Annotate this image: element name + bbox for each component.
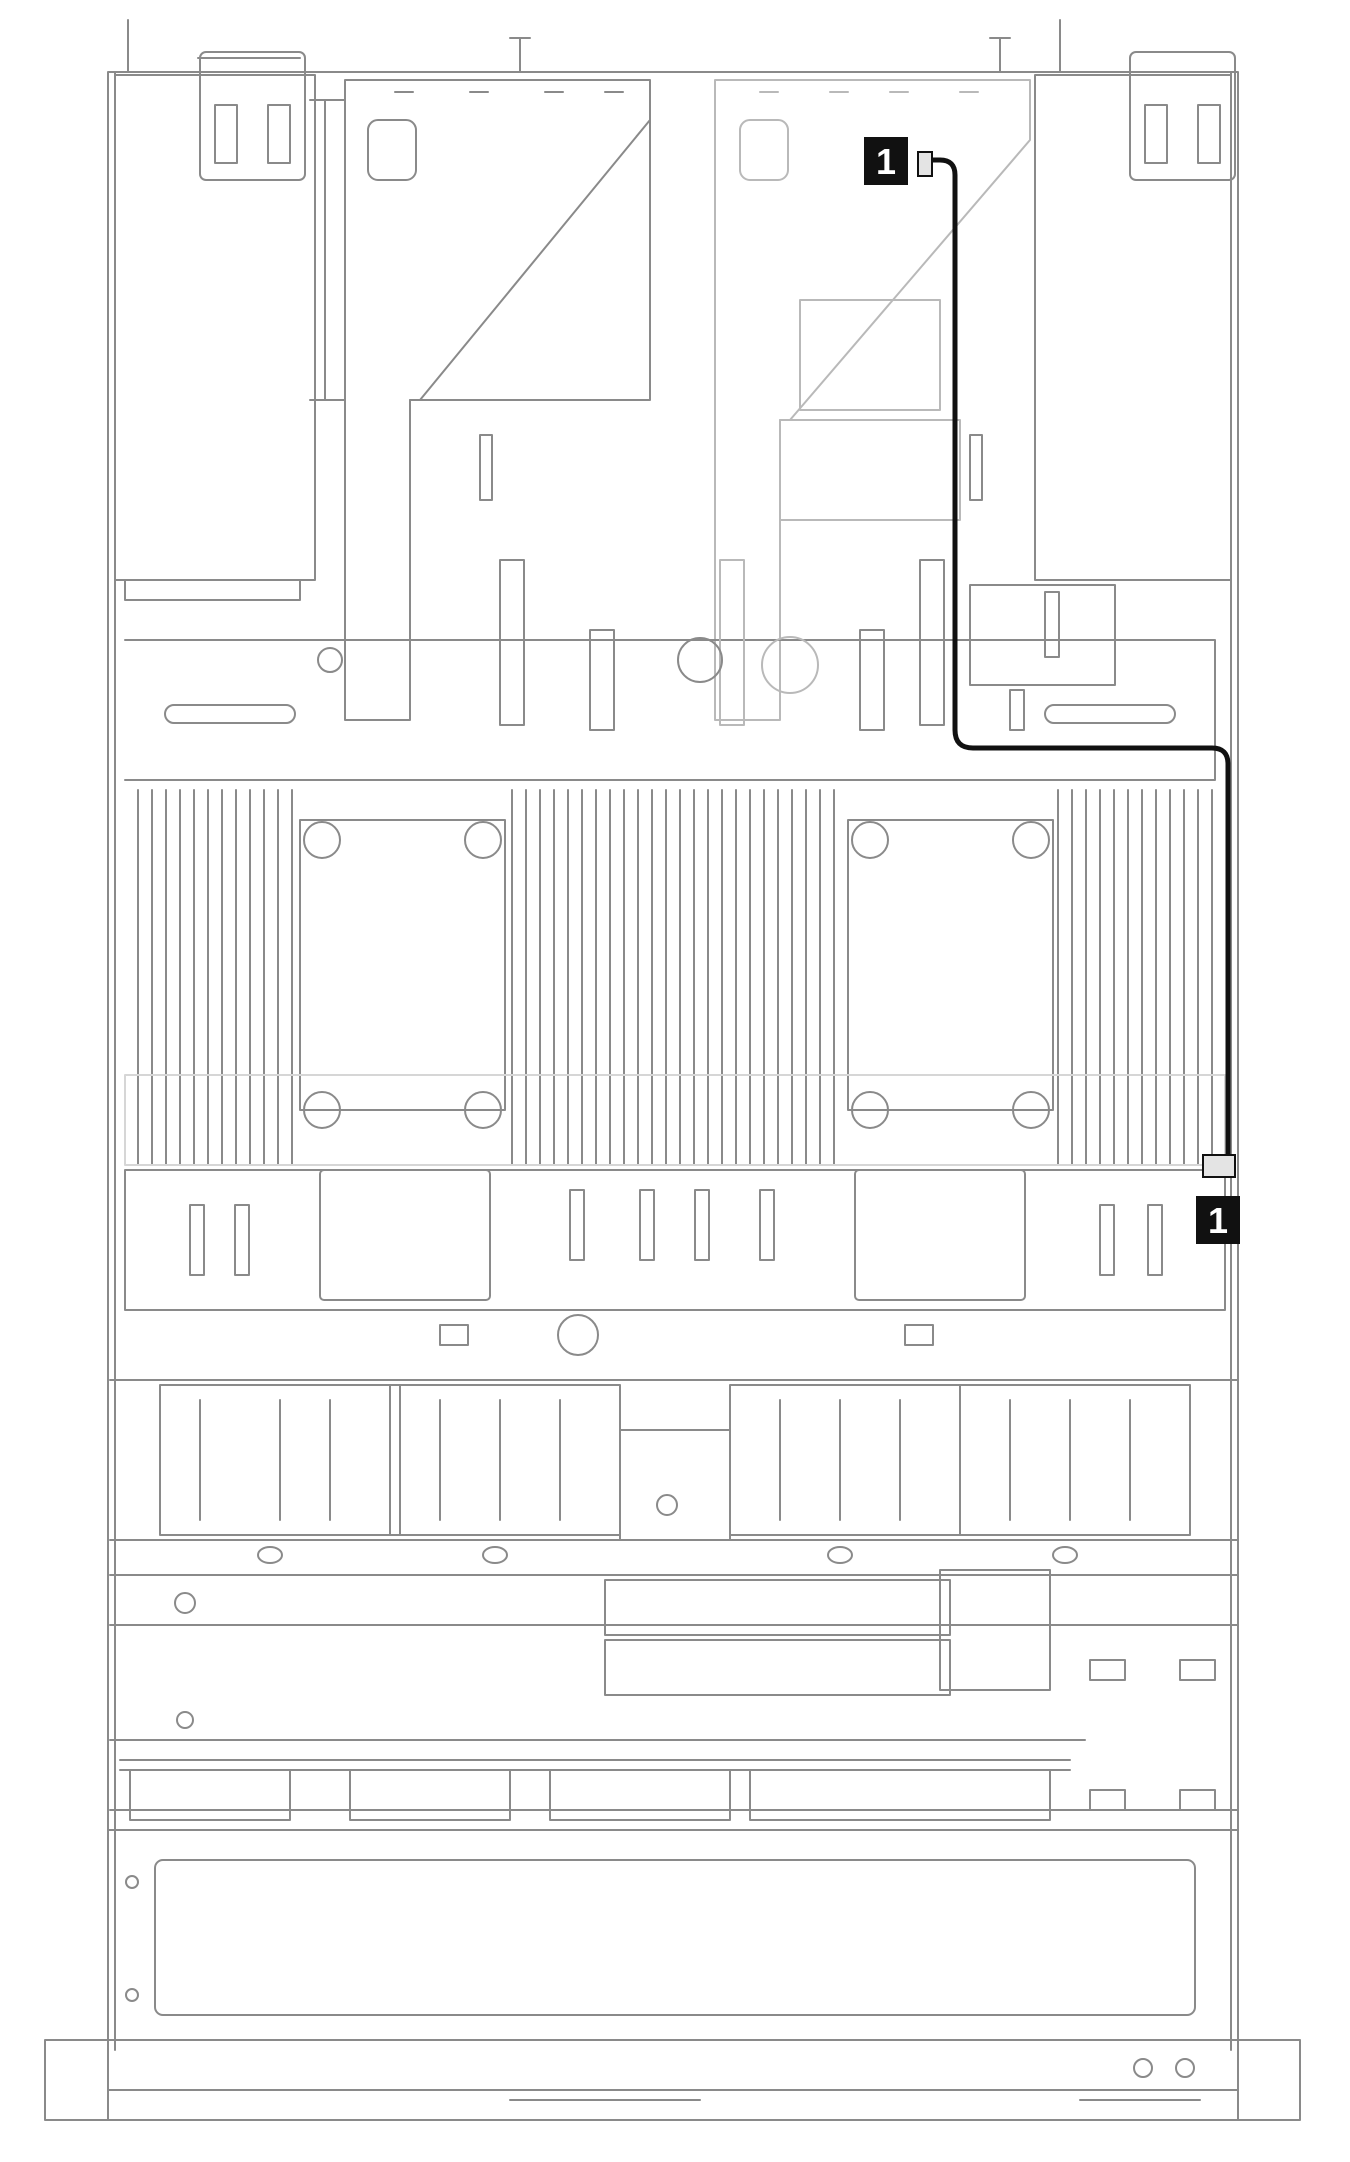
front-section xyxy=(109,1569,1239,1821)
front-bezel xyxy=(44,1829,1301,2121)
callout-top: 1 xyxy=(864,137,908,185)
dimm-bank-1 xyxy=(137,789,293,1166)
dimm-bank-3 xyxy=(679,789,835,1166)
dimm-bank-4 xyxy=(1057,789,1213,1166)
cable-route xyxy=(917,151,1236,1178)
callout-top-box xyxy=(864,137,908,185)
processor-heatsink-2 xyxy=(847,819,1054,1129)
air-baffle-outline xyxy=(124,1074,1226,1166)
upper-system-board xyxy=(124,434,1216,781)
power-supply-left xyxy=(114,51,316,601)
cable xyxy=(930,157,1231,1155)
callout-top-label: 1 xyxy=(876,141,896,182)
fan-cage xyxy=(109,1379,1239,1564)
processor-heatsink-1 xyxy=(299,819,506,1129)
dimm-bank-2 xyxy=(511,789,667,1166)
callout-bottom: 1 xyxy=(1196,1196,1240,1244)
power-supply-right xyxy=(1034,51,1236,581)
lower-system-board xyxy=(124,1169,1226,1356)
callout-bottom-box xyxy=(1196,1196,1240,1244)
riser-cage-right xyxy=(714,79,1031,721)
callout-bottom-label: 1 xyxy=(1208,1200,1228,1241)
cable-connector-bottom xyxy=(1202,1154,1236,1178)
riser-cage-left xyxy=(309,79,651,721)
cable-connector-top xyxy=(917,151,933,177)
